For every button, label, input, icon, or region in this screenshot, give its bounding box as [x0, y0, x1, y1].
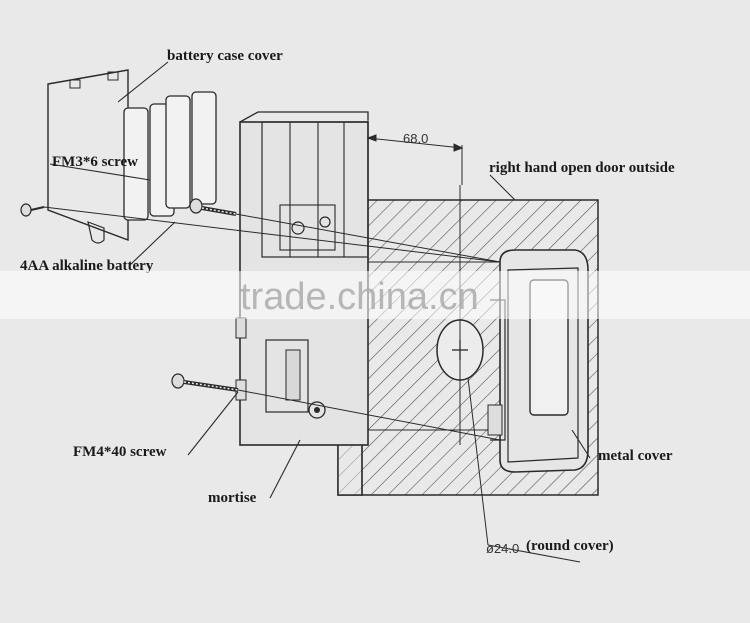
leader-lines [49, 61, 591, 499]
dimension-24-text: ø24.0 [486, 541, 520, 556]
battery-case-cover [47, 69, 129, 244]
dimension-68 [366, 112, 464, 185]
label-battery-case-cover: battery case cover [167, 48, 283, 64]
label-round-cover: (round cover) [526, 538, 614, 554]
screw-short-m4 [189, 198, 237, 216]
screw-fm36 [20, 203, 45, 217]
label-battery: 4AA alkaline battery [20, 258, 154, 274]
label-fm36-screw: FM3*6 screw [52, 154, 138, 170]
label-mortise: mortise [208, 490, 257, 506]
watermark: trade.china.cn [240, 276, 479, 318]
label-fm440-screw: FM4*40 screw [73, 444, 167, 460]
assembly-lines [43, 185, 501, 445]
dimension-24 [467, 377, 581, 563]
label-right-hand: right hand open door outside [489, 160, 675, 176]
batteries [123, 91, 217, 221]
label-metal-cover: metal cover [598, 448, 673, 464]
watermark-band [0, 271, 750, 319]
dimension-68-text: 68.0 [403, 131, 429, 146]
screw-fm440 [171, 373, 239, 392]
